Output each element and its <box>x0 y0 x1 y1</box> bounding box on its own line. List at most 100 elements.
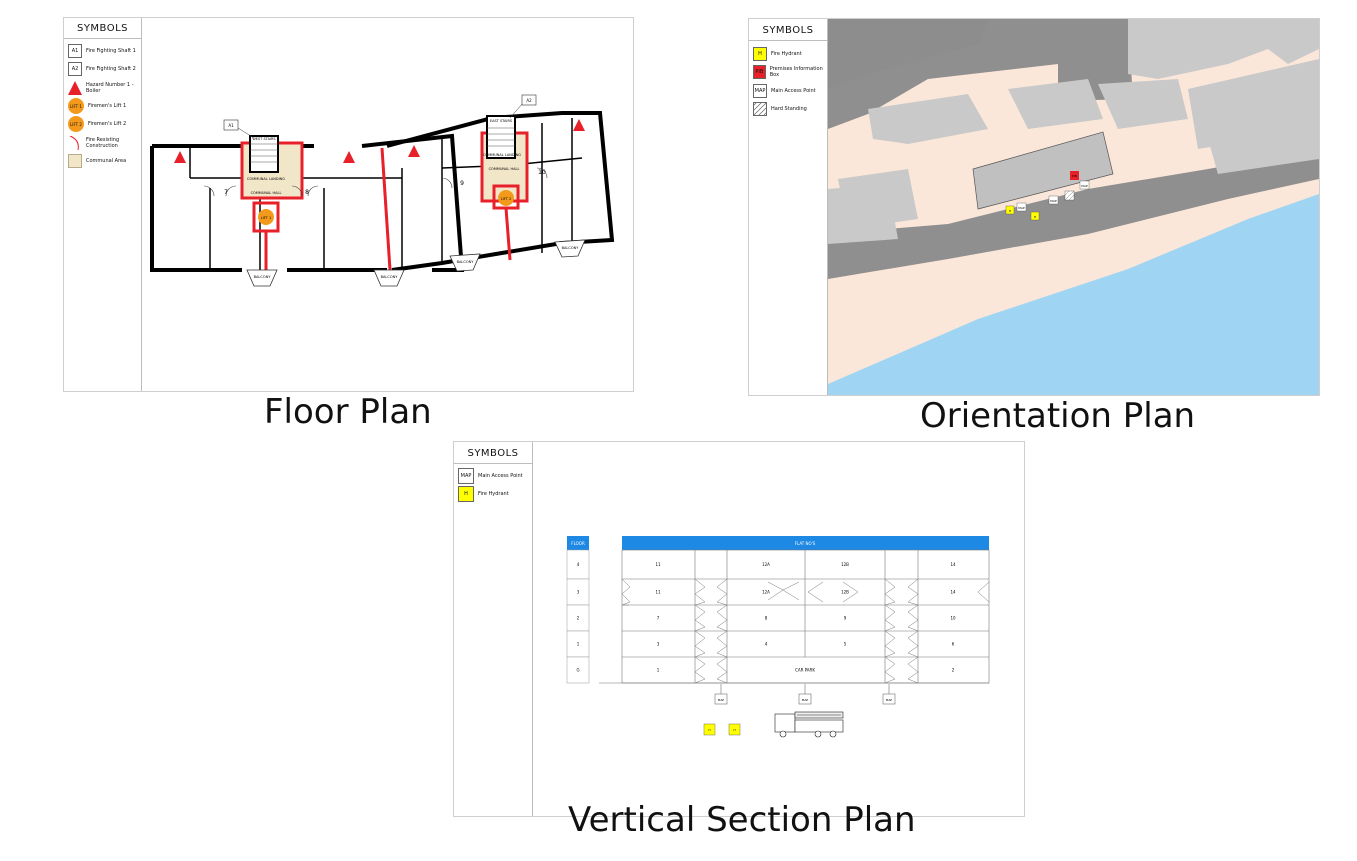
floor-plan-symbols-column: SYMBOLS A1 Fire Fighting Shaft 1 A2 Fire… <box>64 18 142 391</box>
flat-9-label: 9 <box>460 180 464 187</box>
symbol-firemens-lift-1: LIFT 1 Firemen's Lift 1 <box>68 98 126 114</box>
east-stairs-label: EAST STAIRS <box>490 119 513 123</box>
hazard-triangles <box>174 119 585 163</box>
symbol-label: Communal Area <box>86 158 127 164</box>
balcony-label-2: BALCONY <box>381 275 399 279</box>
map-marker <box>1016 202 1027 212</box>
hydrant-marker-label: H <box>1009 209 1011 213</box>
pib-marker <box>1070 171 1079 180</box>
symbol-fire-resisting: Fire Resisting Construction <box>68 136 132 150</box>
flat-label: 6 <box>952 642 955 647</box>
stair-zigzags <box>621 578 990 684</box>
flat-label: 3 <box>657 642 660 647</box>
symbol-main-access-point: MAP Main Access Point <box>753 84 816 98</box>
white-box-icon: MAP <box>458 468 474 484</box>
symbol-label: Fire Hydrant <box>771 51 802 57</box>
red-triangle-icon <box>68 81 82 95</box>
flat-label: 12A <box>762 590 770 595</box>
floor-label: 1 <box>577 642 580 647</box>
hydrant-marker <box>1005 205 1015 215</box>
flat-7-label: 7 <box>224 189 228 196</box>
orange-circle-icon: LIFT 1 <box>68 98 84 114</box>
map-marker-left <box>714 693 728 705</box>
floor-header-label: FLOOR <box>571 541 585 546</box>
red-box-icon: PIB <box>753 65 766 79</box>
flat-label: 1 <box>657 668 660 673</box>
hydrant-marker <box>728 723 741 736</box>
pib-marker-label: PIB <box>1072 174 1077 178</box>
symbol-firemens-lift-2: LIFT 2 Firemen's Lift 2 <box>68 116 126 132</box>
shaft-box-icon: A2 <box>68 62 82 76</box>
map-marker-label: MAP <box>1018 206 1025 210</box>
map-marker-right <box>882 693 896 705</box>
flat-label: 12B <box>841 590 849 595</box>
flat-label: CAR PARK <box>795 668 815 673</box>
map-marker-label: MAP <box>1050 199 1057 203</box>
fire-engine-icon <box>774 711 844 738</box>
red-line-icon <box>69 136 79 150</box>
lift-2-icon <box>498 190 514 206</box>
symbol-label: Firemen's Lift 2 <box>88 121 127 127</box>
white-box-icon: MAP <box>753 84 767 98</box>
flat-8-label: 8 <box>305 189 309 196</box>
symbol-label: Hard Standing <box>771 106 807 112</box>
symbol-label: Fire Resisting Construction <box>86 137 120 149</box>
symbol-hard-standing: Hard Standing <box>753 102 807 116</box>
left-wing <box>150 133 465 272</box>
vertical-symbols-column: SYMBOLS MAP Main Access Point H Fire Hyd… <box>454 442 533 816</box>
symbol-label: Premises Information Box <box>769 66 823 78</box>
communal-hall-right: COMMUNAL HALL <box>489 167 520 171</box>
balcony-label-4: BALCONY <box>562 246 580 250</box>
orientation-map: H H MAP MAP PIB MAP <box>828 19 1319 395</box>
lift-1-icon <box>258 209 274 225</box>
hydrant-marker-label: H <box>1034 215 1036 219</box>
symbol-fire-fighting-shaft-1: A1 Fire Fighting Shaft 1 <box>68 44 136 58</box>
sea-area <box>828 194 1319 395</box>
beige-box-icon <box>68 154 82 168</box>
map-marker <box>1079 180 1090 190</box>
section-grid <box>599 549 990 684</box>
flat-label: 12B <box>841 562 849 567</box>
floor-plan-caption: Floor Plan <box>264 392 432 432</box>
road-main <box>828 149 1319 279</box>
symbol-communal-area: Communal Area <box>68 154 126 168</box>
symbol-fire-hydrant: H Fire Hydrant <box>753 47 802 61</box>
symbol-label: Fire Fighting Shaft 2 <box>86 66 136 72</box>
door-swings <box>203 167 548 197</box>
lift-1-label: LIFT 1 <box>261 216 271 220</box>
flats-header-label: FLAT NO'S <box>795 541 816 546</box>
symbol-label: Firemen's Lift 1 <box>88 103 127 109</box>
west-stairs <box>249 135 279 173</box>
hydrant-marker <box>703 723 716 736</box>
symbol-label: Main Access Point <box>771 88 816 94</box>
symbol-label: Fire Fighting Shaft 1 <box>86 48 136 54</box>
hydrant-marker-label: H <box>733 728 735 732</box>
symbol-label: Fire Hydrant <box>478 491 509 497</box>
flats-header-cell <box>622 536 989 550</box>
shaft-box-icon: A1 <box>68 44 82 58</box>
vertical-section-caption: Vertical Section Plan <box>568 800 916 840</box>
orientation-plan-caption: Orientation Plan <box>920 396 1196 436</box>
yellow-box-icon: H <box>753 47 767 61</box>
balconies <box>246 239 586 287</box>
a1-label: A1 <box>228 123 234 128</box>
orientation-symbols-title: SYMBOLS <box>749 19 827 41</box>
symbol-hazard: Hazard Number 1 - Boiler <box>68 81 134 95</box>
access-arrows <box>720 684 890 694</box>
floor-label: 2 <box>577 616 580 621</box>
communal-landing-left: COMMUNAL LANDING <box>247 177 285 181</box>
flat-label: 5 <box>844 642 847 647</box>
balcony-label-3: BALCONY <box>457 260 475 264</box>
vertical-section-panel: SYMBOLS MAP Main Access Point H Fire Hyd… <box>453 441 1025 817</box>
floor-plan-drawing: WEST STAIRS COMMUNAL LANDING COMMUNAL HA… <box>150 94 615 287</box>
buildings-top-right <box>1128 19 1319 79</box>
floor-label: G <box>576 668 579 673</box>
map-marker-label: MAP <box>802 698 809 702</box>
flat-label: 7 <box>657 616 660 621</box>
map-marker <box>1048 195 1059 205</box>
target-building <box>972 131 1114 210</box>
symbol-label: Hazard Number 1 - Boiler <box>86 82 134 94</box>
east-stairs <box>486 115 516 159</box>
symbol-fire-hydrant: H Fire Hydrant <box>458 486 509 502</box>
